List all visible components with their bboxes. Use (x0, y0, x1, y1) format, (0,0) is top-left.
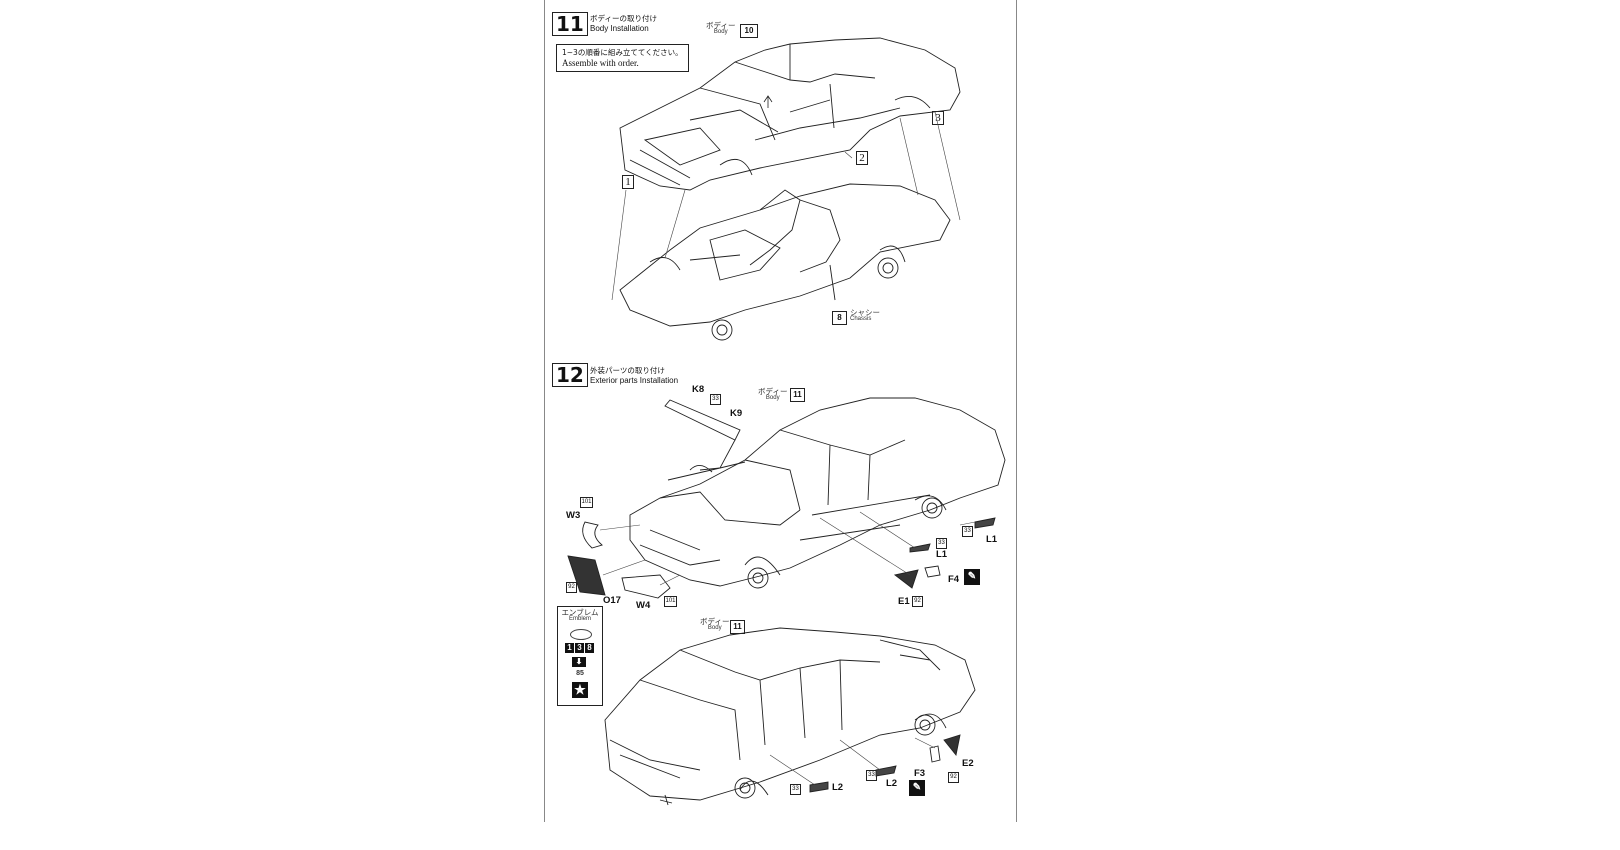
wiper-shape (664, 399, 741, 441)
paint-code-l1-b: 33 (962, 526, 973, 537)
part-label-l2-b: L2 (886, 778, 898, 789)
step-12-title: 外装パーツの取り付け Exterior parts Installation (590, 366, 678, 386)
f3-mirror-glass (929, 745, 941, 763)
paint-code-l2-b: 33 (866, 770, 877, 781)
step-12-number: 12 (552, 363, 588, 387)
step-12-lower-guide-lines (769, 737, 936, 786)
part-label-k9: K9 (730, 408, 743, 419)
part-label-e2: E2 (962, 758, 974, 769)
step-12-upper-car-drawing (567, 397, 1006, 599)
second-view-body-tag-en: Body (707, 625, 722, 631)
step-11-chassis-tag-jp: シャシー (850, 308, 880, 317)
order-mark-3: 3 (932, 111, 944, 125)
w3-lamp-shape (582, 521, 603, 549)
part-label-k8: K8 (692, 384, 705, 395)
decal-number: 1 (565, 643, 574, 653)
part-label-e1: E1 (898, 596, 910, 607)
l2-a-marker (809, 781, 829, 793)
right-page-rule (1016, 0, 1017, 822)
step-12-title-en: Exterior parts Installation (590, 376, 679, 385)
paint-code-w4: 101 (664, 596, 677, 607)
step-11-chassis-drawing (619, 183, 951, 341)
part-label-l2-a: L2 (832, 782, 844, 793)
step-11-chassis-ref: 8 (832, 311, 847, 325)
assembly-order-note-jp: 1~3の順番に組み立ててください。 (562, 48, 683, 57)
step-11-body-ref: 10 (740, 24, 758, 38)
assembly-order-note: 1~3の順番に組み立ててください。 Assemble with order. (556, 44, 689, 72)
step-12-body-tag-en: Body (765, 395, 780, 401)
paint-code-l2-a: 33 (790, 784, 801, 795)
decal-number-row: 1 3 8 (565, 643, 594, 653)
step-12-guide-lines (599, 511, 976, 586)
emblem-drawing (570, 629, 592, 640)
emblem-label-en: Emblem (568, 616, 591, 622)
second-view-body-ref: 11 (730, 620, 745, 634)
part-label-w4: W4 (636, 600, 651, 611)
w4-lamp-shape (621, 574, 671, 599)
part-label-w3: W3 (566, 510, 581, 521)
paint-code-l1-a: 33 (936, 538, 947, 549)
step-11-chassis-tag-en: Chassis (850, 316, 872, 322)
step-12-body-tag-jp: ボディー (758, 387, 788, 396)
emblem-label: エンブレム Emblem (558, 609, 602, 623)
step-11-chassis-tag: シャシー Chassis (850, 309, 880, 323)
step-11-body-tag-en: Body (713, 29, 728, 35)
step-11-title: ボディーの取り付け Body Installation (590, 14, 657, 34)
second-view-body-tag: ボディー Body (700, 618, 729, 632)
emblem-paint-code: 85 (576, 670, 584, 677)
step-11-guide-lines (611, 111, 961, 301)
l1-b-marker (974, 517, 996, 529)
step-11-lift-arrow (763, 95, 773, 108)
star-icon: ★ (572, 682, 588, 698)
step-12-body-tag: ボディー Body (758, 388, 787, 402)
step-11-title-en: Body Installation (590, 24, 649, 33)
decal-number: 8 (585, 643, 594, 653)
l1-a-marker (909, 543, 931, 553)
step-11-body-tag-jp: ボディー (706, 21, 736, 30)
order-mark-1: 1 (622, 175, 634, 189)
step-11-number: 11 (552, 12, 588, 36)
part-label-f4: F4 (948, 574, 960, 585)
step-12-title-jp: 外装パーツの取り付け (590, 366, 665, 375)
left-page-rule (544, 0, 545, 822)
step-11-title-jp: ボディーの取り付け (590, 14, 657, 23)
paint-code-k: 33 (710, 394, 721, 405)
part-label-l1-b: L1 (986, 534, 998, 545)
f4-mirror-glass (924, 565, 941, 578)
paint-code-o17: 92 (566, 582, 577, 593)
paint-code-e1: 92 (912, 596, 923, 607)
part-label-f3: F3 (914, 768, 926, 779)
part-label-o17: O17 (603, 595, 621, 606)
decal-apply-icon: ⬇ (572, 657, 586, 667)
decal-number: 3 (575, 643, 584, 653)
order-mark-2: 2 (856, 151, 868, 165)
step-12-body-ref: 11 (790, 388, 805, 402)
l2-b-marker (875, 765, 897, 777)
cement-caution-icon-f3: ✎ (909, 780, 925, 796)
paint-code-e2: 92 (948, 772, 959, 783)
assembly-order-note-en: Assemble with order. (562, 58, 639, 68)
cement-caution-icon-f4: ✎ (964, 569, 980, 585)
paint-code-w3: 101 (580, 497, 593, 508)
e2-mirror-shape (943, 734, 961, 757)
emblem-panel: エンブレム Emblem 1 3 8 ⬇ 85 ★ (557, 606, 603, 706)
second-view-body-tag-jp: ボディー (700, 617, 730, 626)
e1-mirror-shape (893, 569, 919, 589)
emblem-label-jp: エンブレム (561, 608, 599, 617)
part-label-l1-a: L1 (936, 549, 948, 560)
step-11-body-tag: ボディー Body (706, 22, 735, 36)
